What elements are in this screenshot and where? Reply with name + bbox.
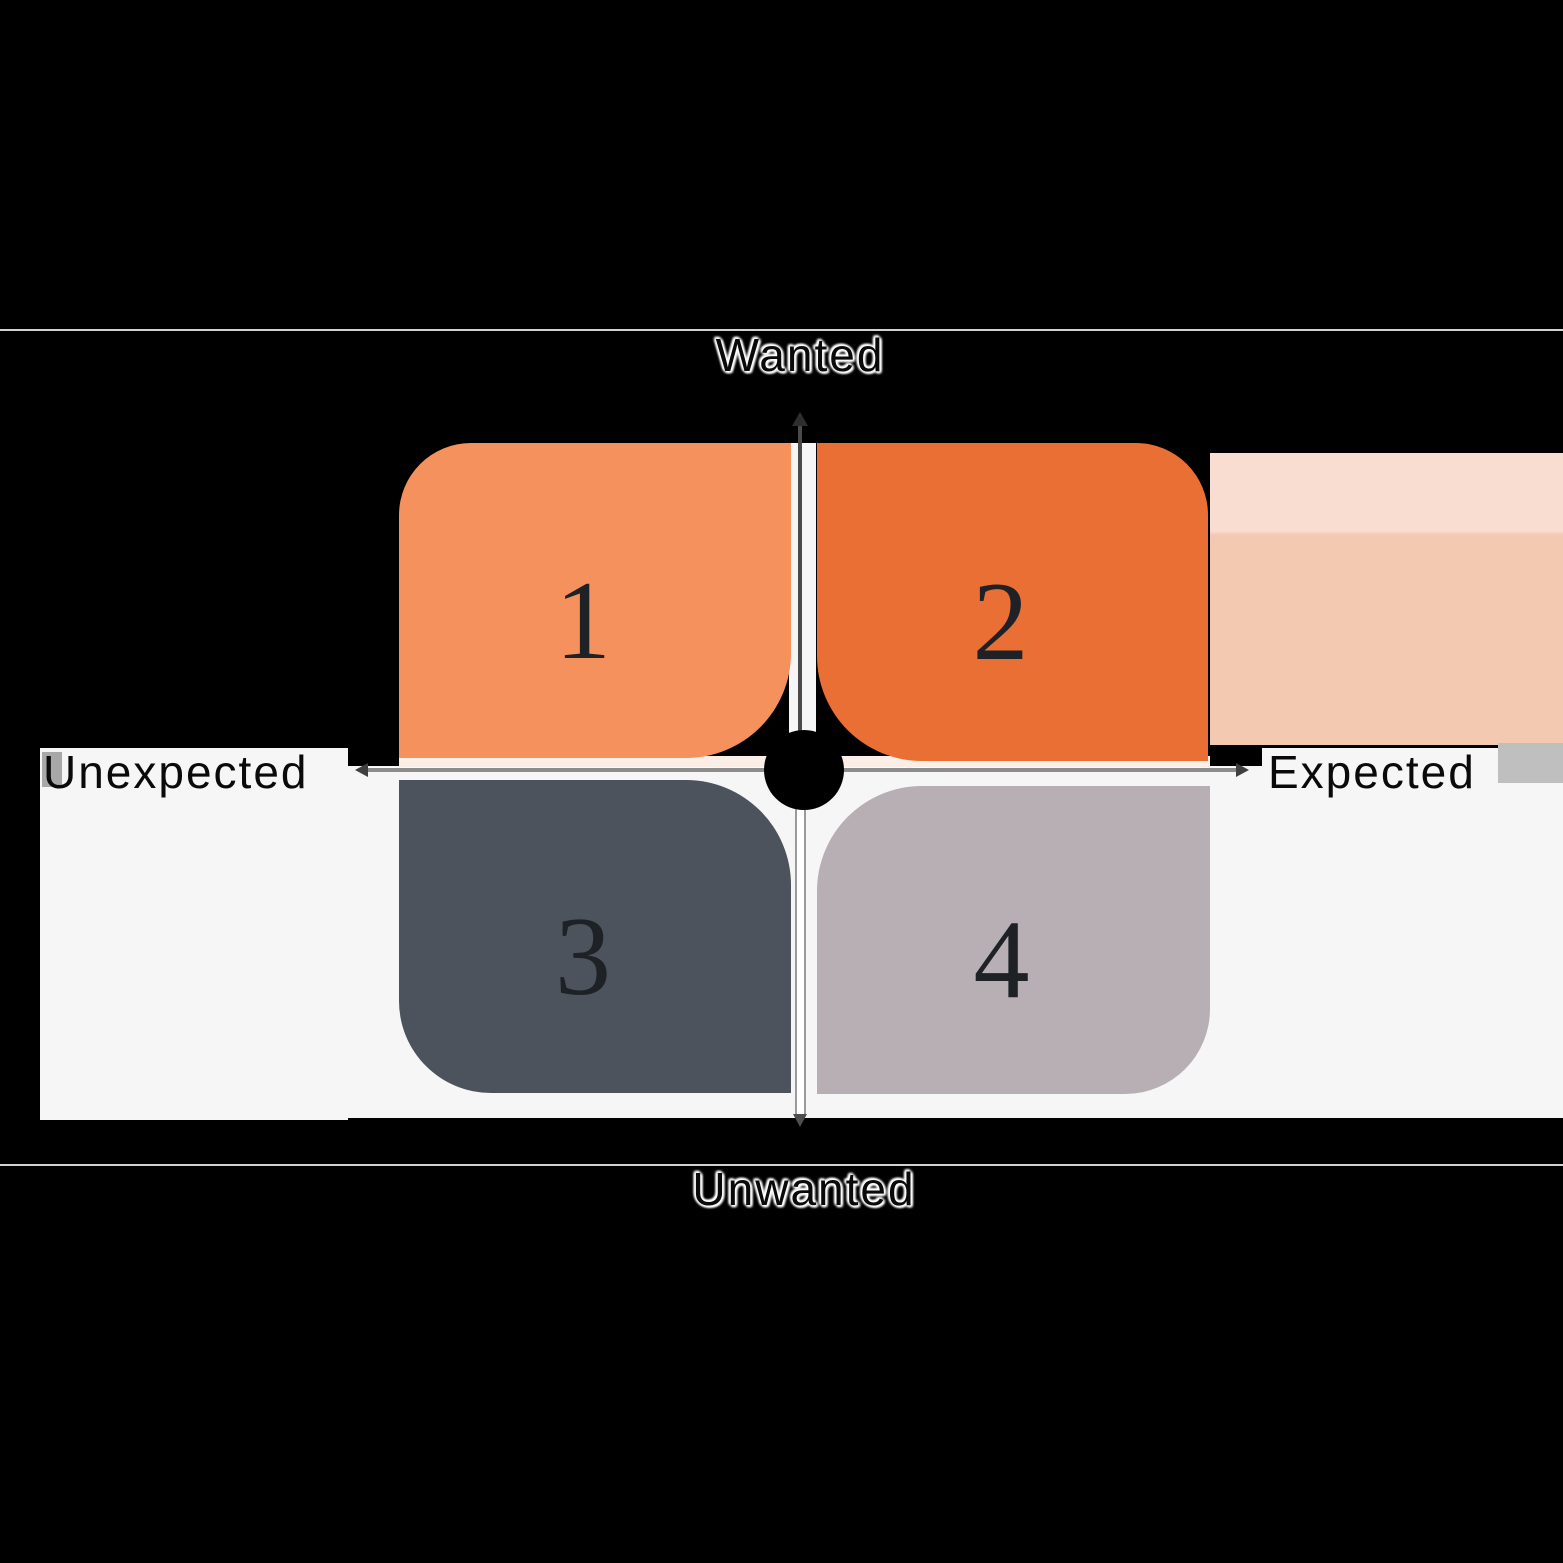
quadrant-2-glow xyxy=(1210,453,1563,745)
right-arrowhead-icon xyxy=(1236,763,1249,777)
vertical-axis-upper-line xyxy=(798,424,802,736)
left-label-panel xyxy=(40,748,348,1120)
quadrant-2-tile: 2 xyxy=(817,443,1208,761)
quadrant-3-tile: 3 xyxy=(399,780,791,1093)
quadrant-4-tile: 4 xyxy=(817,786,1210,1094)
quadrant-4-number: 4 xyxy=(973,898,1030,1022)
axis-label-expected: Expected xyxy=(1268,746,1476,798)
quadrant-1-tile: 1 xyxy=(399,443,791,758)
down-arrowhead-icon xyxy=(793,1114,807,1127)
vertical-gap-panel xyxy=(789,443,816,768)
slide-top-line xyxy=(0,329,1563,331)
quadrant-2-number: 2 xyxy=(972,560,1029,684)
left-gray-patch xyxy=(42,752,62,787)
axis-label-wanted: Wanted xyxy=(715,329,885,381)
right-gray-patch xyxy=(1498,743,1563,783)
up-arrowhead-icon xyxy=(792,412,808,426)
slide-bottom-line xyxy=(0,1164,1563,1166)
axis-label-unexpected: Unexpected xyxy=(43,746,309,798)
right-label-panel xyxy=(1262,748,1502,774)
axis-label-unwanted: Unwanted xyxy=(692,1163,916,1215)
origin-dot xyxy=(764,730,844,810)
quadrant-1-number: 1 xyxy=(555,558,611,683)
vertical-axis-lower-line xyxy=(795,802,806,1116)
left-arrowhead-icon xyxy=(355,763,368,777)
quadrant-3-number: 3 xyxy=(555,894,611,1019)
